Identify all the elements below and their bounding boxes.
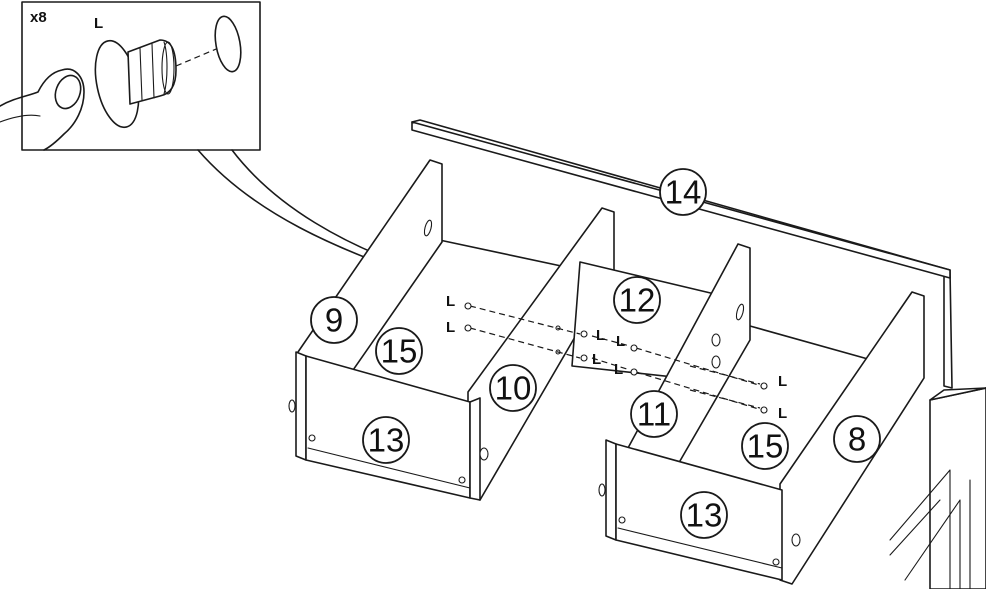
hardware-label: L [446,319,455,336]
part-11-label: 11 [637,396,671,433]
detail-inset: x8 L [0,1,459,291]
part-12-callout: 12 [613,276,661,324]
part-8-callout: 8 [833,415,881,463]
part-13-right-label: 13 [686,497,723,534]
hardware-label: L [778,373,787,390]
part-13-right-callout: 13 [680,491,728,539]
cam-dowel-icon [630,344,638,352]
part-13-left-callout: 13 [362,416,410,464]
part-14-callout: 14 [659,168,707,216]
hardware-label: L [592,351,601,368]
hardware-label: L [446,293,455,310]
hardware-label: L [778,405,787,422]
left-drawer [288,159,615,501]
cam-dowel-icon [464,302,472,310]
part-15-right-callout: 15 [741,422,789,470]
hardware-label: L [616,333,625,350]
part-11-callout: 11 [630,390,678,438]
part-15-right-label: 15 [747,428,784,465]
part-15-left-callout: 15 [375,327,423,375]
hardware-label-detail: L [94,15,103,32]
hardware-l-group: L L L L L L L L [446,293,787,422]
cabinet-side [889,387,986,589]
part-12-label: 12 [619,282,656,319]
hand-icon [0,68,85,151]
cam-dowel-icon [630,368,638,376]
cam-dowel-icon [464,324,472,332]
part-13-left-label: 13 [368,422,405,459]
part-15-left-label: 15 [381,333,418,370]
part-8-label: 8 [848,421,866,458]
part-9-callout: 9 [310,296,358,344]
cam-dowel-icon [760,406,768,414]
quantity-label: x8 [30,9,47,26]
part-10-label: 10 [495,370,532,407]
part-9-label: 9 [325,302,343,339]
part-10-callout: 10 [489,364,537,412]
target-hole-icon [214,15,242,73]
hardware-label: L [614,361,623,378]
cam-dowel-icon [760,382,768,390]
part-14-label: 14 [665,174,702,211]
hardware-label: L [596,327,605,344]
cam-dowel-icon [580,330,588,338]
cam-dowel-icon [580,354,588,362]
